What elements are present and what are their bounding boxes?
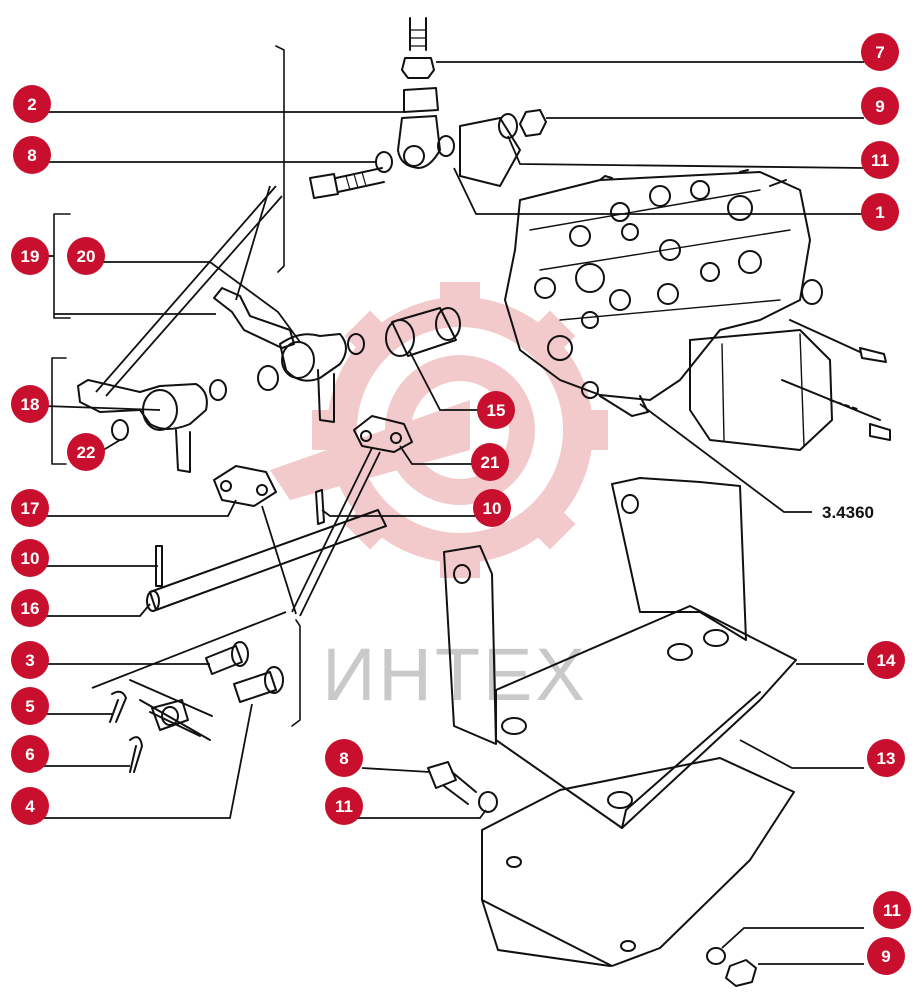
callout-11-top-text: 11 — [871, 151, 889, 170]
callout-7: 7 — [861, 33, 899, 71]
callout-18-text: 18 — [21, 395, 40, 414]
lever-20 — [213, 287, 365, 423]
watermark-text: ИНТЕХ — [322, 633, 588, 716]
watermark-gear-icon — [270, 282, 608, 578]
link-21 — [353, 415, 413, 453]
callout-9-top-text: 9 — [875, 97, 884, 116]
callout-10-left: 10 — [11, 539, 49, 577]
callout-10-left-text: 10 — [21, 549, 40, 568]
callout-13-text: 13 — [877, 749, 896, 768]
callout-19-text: 19 — [21, 247, 40, 266]
valve-mounting-plate — [459, 117, 521, 187]
group-bracket-mid — [291, 619, 301, 727]
solenoid-motor — [689, 279, 891, 451]
callout-6: 6 — [11, 735, 49, 773]
leader-lines — [32, 61, 865, 965]
callout-2: 2 — [13, 85, 51, 123]
callout-9-bottom-text: 9 — [881, 947, 890, 966]
callout-3-text: 3 — [25, 651, 34, 670]
callout-22-text: 22 — [77, 443, 96, 462]
washer-11-bottom — [706, 947, 726, 965]
cotter-pin-6 — [129, 736, 143, 773]
callout-7-text: 7 — [875, 43, 884, 62]
nut-washer-top — [498, 109, 547, 139]
callout-17-text: 17 — [21, 499, 40, 518]
callout-4-text: 4 — [25, 797, 35, 816]
callout-19: 19 — [11, 237, 49, 275]
control-rod-assembly — [309, 17, 455, 199]
pin-10-upper — [315, 489, 325, 525]
group-bracket-18 — [51, 357, 67, 465]
bracket-fragment — [129, 679, 213, 741]
nut-9-bottom — [725, 959, 757, 987]
callout-21-text: 21 — [481, 453, 500, 472]
catalog-reference: 3.4360 — [822, 503, 874, 522]
clevis-pin-4 — [233, 666, 284, 703]
group-bracket-top — [275, 45, 285, 273]
callout-9-top: 9 — [861, 87, 899, 125]
callout-16-text: 16 — [21, 599, 40, 618]
callout-8-bottom-text: 8 — [339, 749, 348, 768]
callout-3: 3 — [11, 641, 49, 679]
callout-4: 4 — [11, 787, 49, 825]
callout-11-middle: 11 — [325, 787, 363, 825]
watermark — [270, 282, 608, 578]
callout-15: 15 — [477, 391, 515, 429]
callout-21: 21 — [471, 443, 509, 481]
callout-5: 5 — [11, 687, 49, 725]
pin-10-lower — [155, 545, 163, 587]
link-17 — [213, 465, 277, 507]
callout-11-top: 11 — [861, 141, 899, 179]
callout-8-bottom: 8 — [325, 739, 363, 777]
bolt-8-lower — [427, 761, 477, 805]
callout-8-top: 8 — [13, 136, 51, 174]
callout-11-middle-text: 11 — [335, 797, 353, 816]
callout-1-text: 1 — [875, 203, 884, 222]
callout-8-top-text: 8 — [27, 146, 36, 165]
cotter-pin-5 — [109, 690, 127, 723]
callout-20-text: 20 — [77, 247, 96, 266]
callout-18: 18 — [11, 385, 49, 423]
callouts: 7 2 9 8 11 1 19 20 — [11, 33, 911, 975]
hydraulic-valve-body — [504, 169, 811, 417]
callout-17: 17 — [11, 489, 49, 527]
callout-13: 13 — [867, 739, 905, 777]
bushing-15 — [385, 307, 461, 357]
bracket-14 — [443, 477, 797, 829]
callout-5-text: 5 — [25, 697, 34, 716]
clevis-pin-3 — [205, 641, 249, 675]
callout-10-right-text: 10 — [483, 499, 502, 518]
callout-20: 20 — [67, 237, 105, 275]
group-bracket-19 — [53, 213, 71, 319]
callout-6-text: 6 — [25, 745, 34, 764]
callout-22: 22 — [67, 433, 105, 471]
callout-11-bottom: 11 — [873, 891, 911, 929]
callout-16: 16 — [11, 589, 49, 627]
callout-2-text: 2 — [27, 95, 36, 114]
plate-13 — [481, 757, 795, 967]
callout-10-right: 10 — [473, 489, 511, 527]
callout-11-bottom-text: 11 — [883, 901, 901, 920]
callout-9-bottom: 9 — [867, 937, 905, 975]
washer-11-lower — [478, 791, 498, 813]
callout-14: 14 — [867, 641, 905, 679]
callout-15-text: 15 — [487, 401, 506, 420]
shaft-16 — [146, 509, 387, 612]
callout-1: 1 — [861, 193, 899, 231]
callout-14-text: 14 — [877, 651, 896, 670]
